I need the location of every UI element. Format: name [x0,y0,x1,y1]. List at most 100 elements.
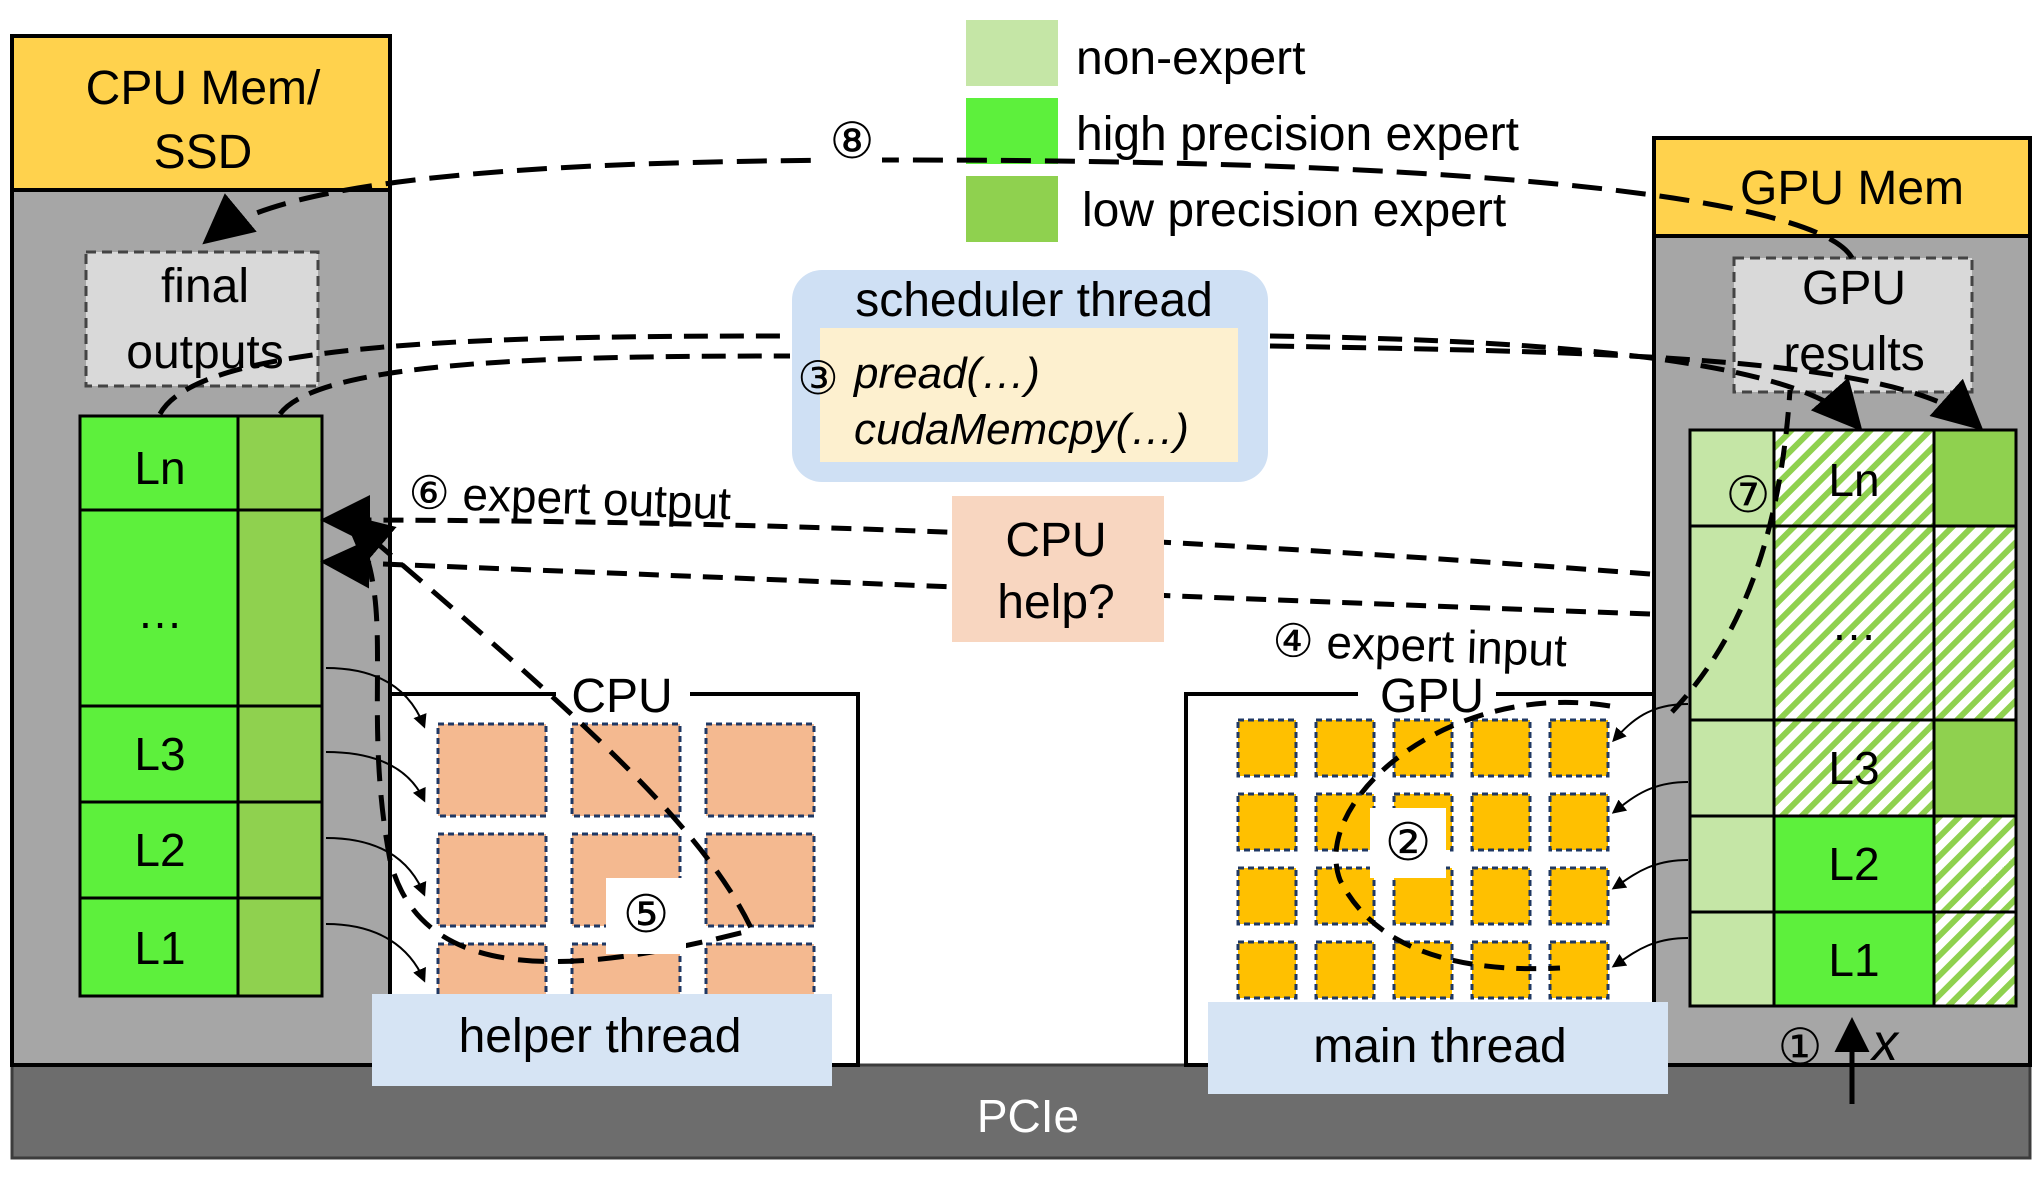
cpu-core-1-1 [436,722,548,818]
gpu-core-2-1 [1236,792,1298,852]
cpu-core-1-2 [570,722,682,818]
step-8-bg [822,116,882,172]
step-7-arrow [1670,389,1793,714]
main-thread-label: main thread [1313,1020,1566,1073]
gpu-mem-title: GPU Mem [1740,162,1964,215]
cpu-core-2-1 [436,832,548,928]
step-3-marker: ③ [797,352,838,404]
cpu-feed-arrows [325,667,427,983]
input-x-label: x [1869,1014,1900,1072]
scheduler-to-gpu-ln-low-arrow [1269,343,1984,431]
gpu-core-3-4 [1470,866,1532,926]
cpu-feed-arrow-4 [325,923,426,983]
final-outputs-line1: final [161,260,249,313]
gpu-layer-stack: Ln … L3 L2 L1 [1688,428,2018,1008]
gpu-core-3-1 [1236,866,1298,926]
gpu-layer-ln-low [1932,428,2018,528]
scheduler-call-cudamemcpy: cudaMemcpy(…) [854,405,1189,454]
cpu-core-grid [436,722,816,1038]
cpu-core-2-3 [704,832,816,928]
cpu-layer-dots-low [236,508,324,708]
gpu-core-grid [1236,718,1610,1000]
gpu-layer-label-ln: Ln [1828,454,1879,506]
gpu-feed-arrow-3 [1611,859,1689,890]
cpu-help-cover [952,496,1164,642]
gpu-feed-arrow-1 [1612,703,1689,743]
gpu-layer-label-l2: L2 [1828,838,1879,890]
gpu-core-3-2 [1314,866,1376,926]
legend-label-non-expert: non-expert [1076,32,1305,85]
scheduler-thread-title: scheduler thread [855,274,1213,327]
cpu-layer-l1-low [236,896,324,998]
cpu-layer-label-ln: Ln [134,442,185,494]
legend-swatch-low-precision [966,176,1058,242]
helper-thread-box [372,994,832,1086]
gpu-core-2-2 [1314,792,1376,852]
gpu-feed-arrows [1611,703,1689,968]
cpu-feed-arrow-3 [325,837,427,897]
cpu-title-bg [556,676,690,716]
gpu-mem-title-box [1652,136,2032,238]
cpu-mem-title-box [10,34,392,192]
gpu-core-3-5 [1548,866,1610,926]
cpu-core-1-3 [704,722,816,818]
gpu-results-line2: results [1783,328,1924,381]
expert-input-label: ④ expert input [1272,614,1568,676]
gpu-layer-label-l3: L3 [1828,742,1879,794]
gpu-layer-dots-low [1932,524,2018,722]
cpu-layer-ln-low [236,414,324,512]
step-2-marker: ② [1385,814,1432,872]
cpu-layer-l3 [78,704,240,804]
gpu-layer-l1 [1772,910,1936,1008]
gpu-core-4-1 [1236,940,1298,1000]
cpu-feed-arrow-2 [325,751,426,803]
helper-thread-label: helper thread [459,1010,742,1063]
main-thread-box [1208,1002,1668,1094]
gpu-layer-l2-low [1932,814,2018,914]
gpu-core-1-4 [1470,718,1532,778]
cpu-layer-label-l2: L2 [134,824,185,876]
gpu-core-2-4 [1470,792,1532,852]
cpu-layer-stack: Ln … L3 L2 L1 [78,414,324,998]
step-5-loop [342,513,756,964]
gpu-feed-arrow-2 [1611,781,1689,814]
cpu-layer-ln [78,414,240,512]
gpu-core-2-5 [1548,792,1610,852]
step-5-bg [606,878,686,954]
cpu-layer-l3-low [236,704,324,804]
step-8-arrow [202,157,1855,260]
gpu-title-bg [1358,676,1496,716]
final-outputs-box [84,250,320,388]
legend-swatch-non-expert [966,20,1058,86]
gpu-layer-l3-low [1932,718,2018,818]
cpu-layer-dots [78,508,240,708]
gpu-feed-arrow-4 [1611,937,1689,968]
gpu-results-line1: GPU [1802,262,1906,315]
scheduler-to-cpu-arc-2 [277,353,791,416]
pcie-bus [10,1063,2032,1160]
scheduler-calls-box [820,328,1238,462]
step-7-marker: ⑦ [1726,467,1771,523]
step-2-loop [1333,699,1611,972]
step-8-marker: ⑧ [830,113,875,169]
gpu-results-box [1732,256,1974,394]
gpu-layer-label-dots: … [1831,598,1877,650]
gpu-title: GPU [1380,670,1484,723]
scheduler-call-pread: pread(…) [852,349,1040,398]
cpu-mem-title-line1: CPU Mem/ [86,62,321,115]
legend-label-high-precision: high precision expert [1076,108,1519,161]
gpu-core-1-5 [1548,718,1610,778]
cpu-layer-label-l1: L1 [134,922,185,974]
gpu-layer-label-l1: L1 [1828,934,1879,986]
cpu-help-line2-top: help? [997,576,1114,629]
cpu-layer-label-dots: … [137,586,183,638]
cpu-title: CPU [571,670,672,723]
pcie-label: PCIe [977,1090,1079,1142]
step-2-bg [1370,808,1446,878]
gpu-core-4-2 [1314,940,1376,1000]
legend-swatch-high-precision [966,98,1058,164]
cpu-layer-label-l3: L3 [134,728,185,780]
step-5-marker: ⑤ [623,886,670,944]
